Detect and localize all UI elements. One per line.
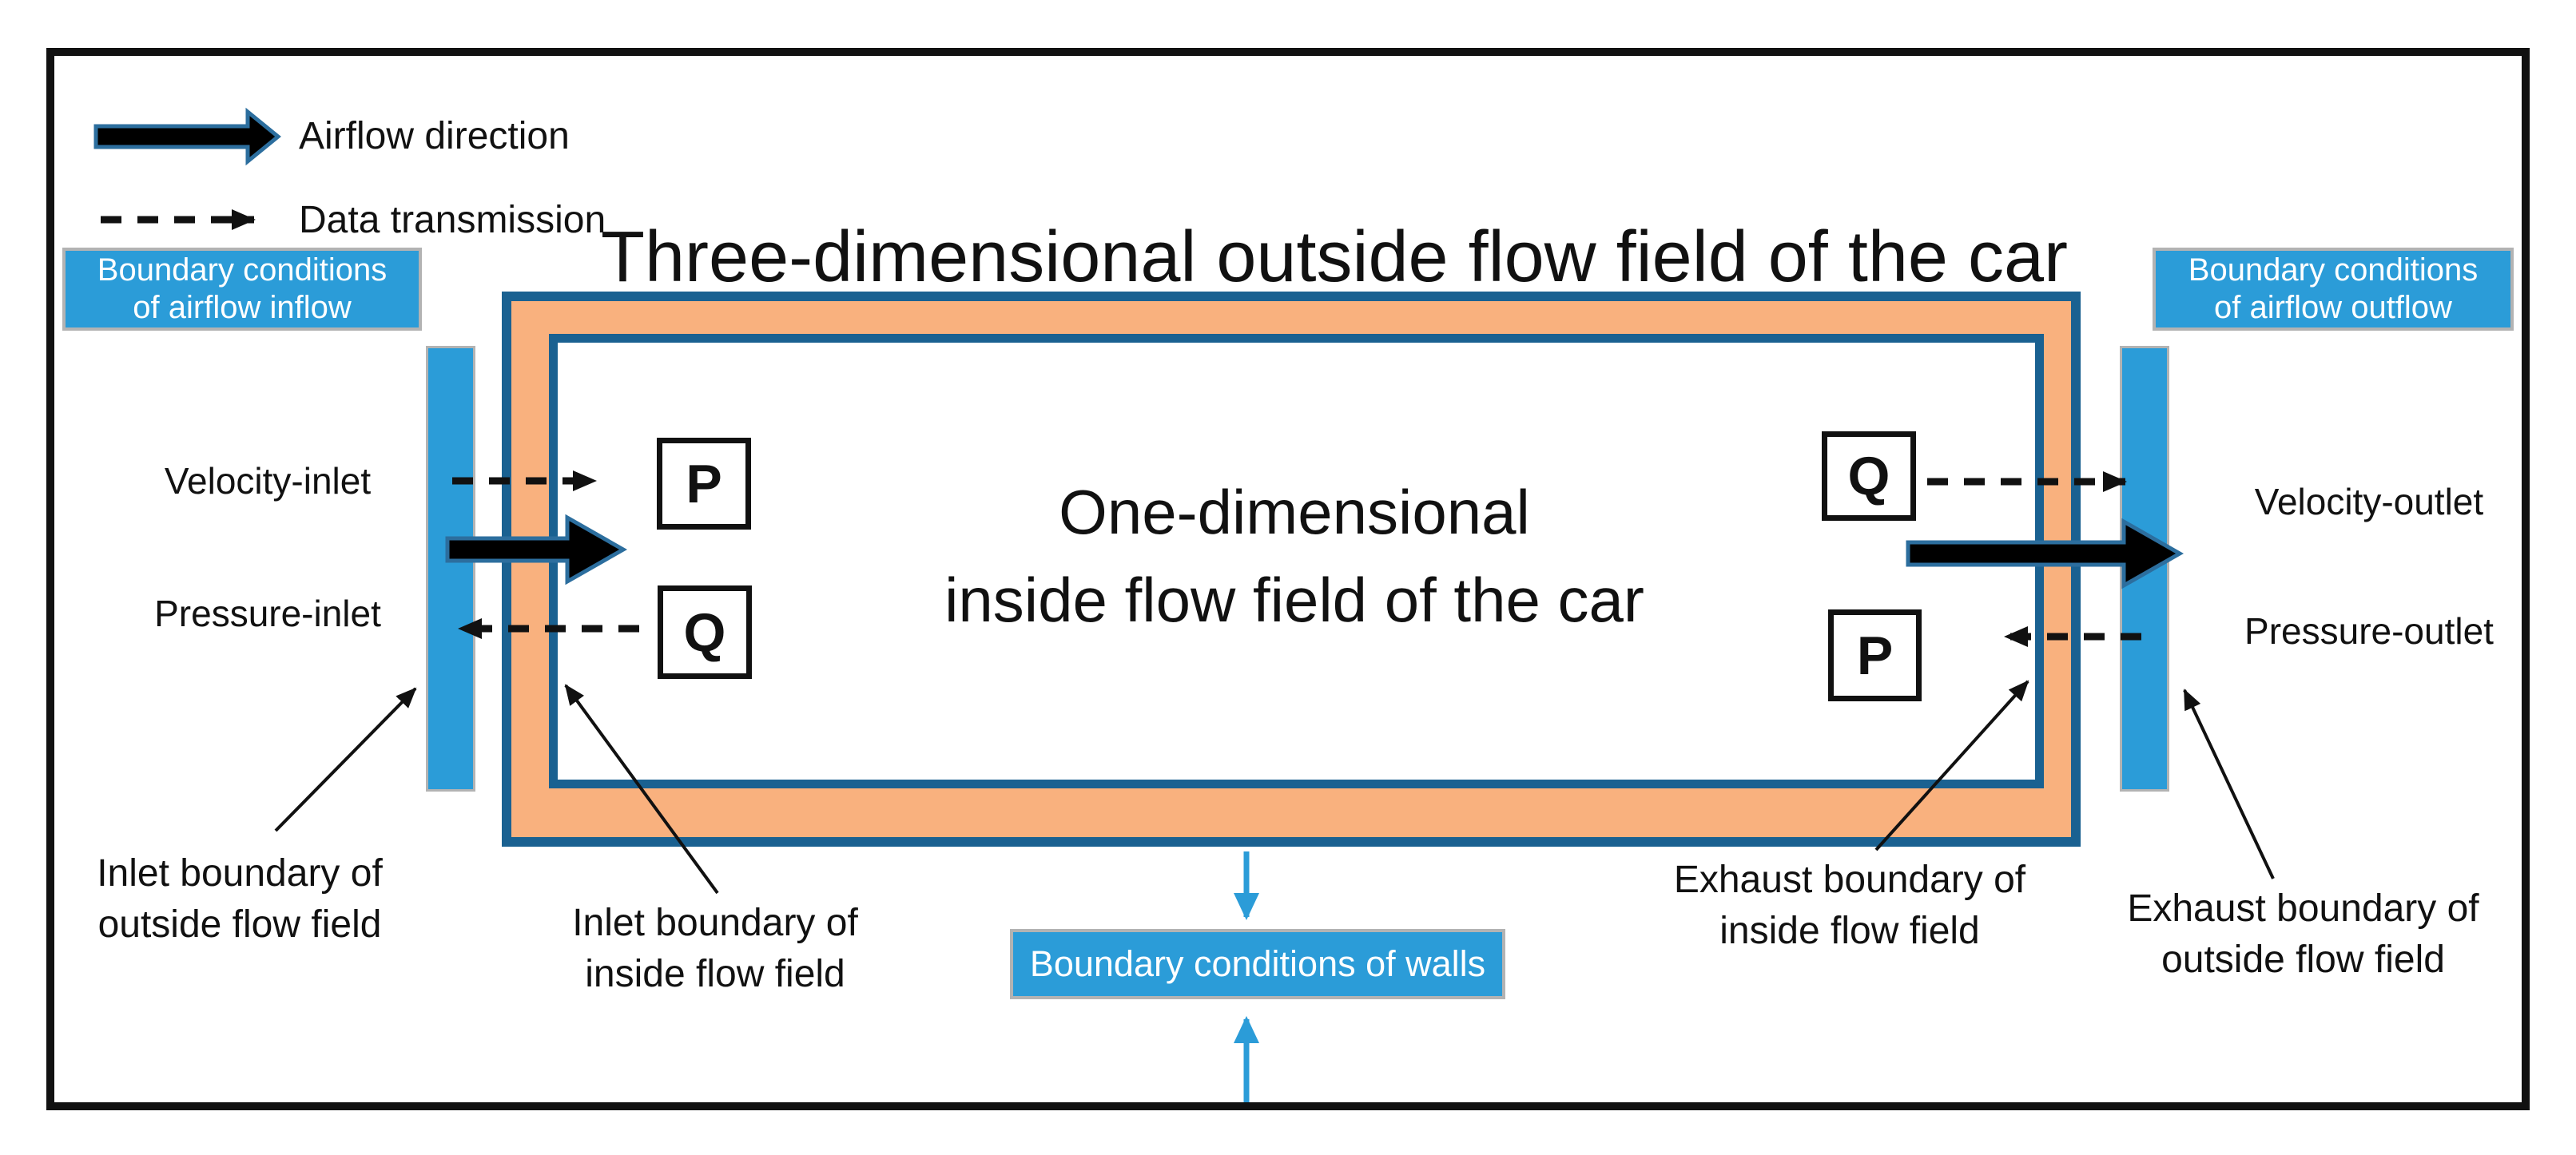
right-q-letter: Q xyxy=(1847,446,1890,506)
inflow-conditions-line1: Boundary conditions xyxy=(97,252,388,288)
inside-flow-field-region xyxy=(549,334,2044,788)
exhaust-outside-line1: Exhaust boundary of xyxy=(2127,887,2479,930)
left-q-box: Q xyxy=(658,585,752,679)
exhaust-inside-line2: inside flow field xyxy=(1719,910,1980,952)
exhaust-boundary-bar xyxy=(2120,346,2169,792)
inside-flow-field-label-line1: One-dimensional xyxy=(1059,477,1530,547)
inflow-conditions-box: Boundary conditions of airflow inflow xyxy=(62,248,422,331)
outflow-conditions-box: Boundary conditions of airflow outflow xyxy=(2153,248,2514,331)
inlet-outside-line2: outside flow field xyxy=(97,903,382,946)
pressure-outlet-label: Pressure-outlet xyxy=(2244,610,2494,652)
exhaust-inside-label: Exhaust boundary of inside flow field xyxy=(1666,855,2033,957)
velocity-outlet-label: Velocity-outlet xyxy=(2254,481,2484,522)
velocity-inlet-label: Velocity-inlet xyxy=(164,460,372,502)
inlet-inside-line2: inside flow field xyxy=(585,953,845,995)
exhaust-outside-line2: outside flow field xyxy=(2161,939,2445,981)
inlet-outside-label: Inlet boundary of outside flow field xyxy=(60,848,419,951)
right-p-box: P xyxy=(1828,609,1922,701)
walls-conditions-box: Boundary conditions of walls xyxy=(1010,929,1505,999)
right-q-box: Q xyxy=(1822,431,1916,521)
left-p-box: P xyxy=(657,438,751,530)
outside-flow-field-title: Three-dimensional outside flow field of … xyxy=(601,217,2068,297)
diagram-frame xyxy=(46,48,2530,1110)
inflow-conditions-line2: of airflow inflow xyxy=(133,290,352,325)
inlet-inside-label: Inlet boundary of inside flow field xyxy=(535,898,895,1000)
legend-data-label: Data transmission xyxy=(299,199,606,241)
inside-flow-field-label: One-dimensional inside flow field of the… xyxy=(719,468,1870,644)
left-p-letter: P xyxy=(686,453,722,514)
outflow-conditions-line2: of airflow outflow xyxy=(2214,290,2452,325)
outflow-conditions-line1: Boundary conditions xyxy=(2188,252,2479,288)
inlet-outside-line1: Inlet boundary of xyxy=(97,852,383,895)
exhaust-inside-line1: Exhaust boundary of xyxy=(1673,859,2026,901)
legend-airflow-label: Airflow direction xyxy=(299,115,570,157)
inlet-inside-line1: Inlet boundary of xyxy=(572,902,858,944)
walls-conditions-label: Boundary conditions of walls xyxy=(1029,943,1486,984)
pressure-inlet-label: Pressure-inlet xyxy=(154,593,381,634)
inside-flow-field-label-line2: inside flow field of the car xyxy=(944,565,1644,635)
left-q-letter: Q xyxy=(683,601,726,663)
right-p-letter: P xyxy=(1856,625,1894,686)
exhaust-outside-label: Exhaust boundary of outside flow field xyxy=(2117,883,2489,986)
inlet-boundary-bar xyxy=(426,346,475,792)
